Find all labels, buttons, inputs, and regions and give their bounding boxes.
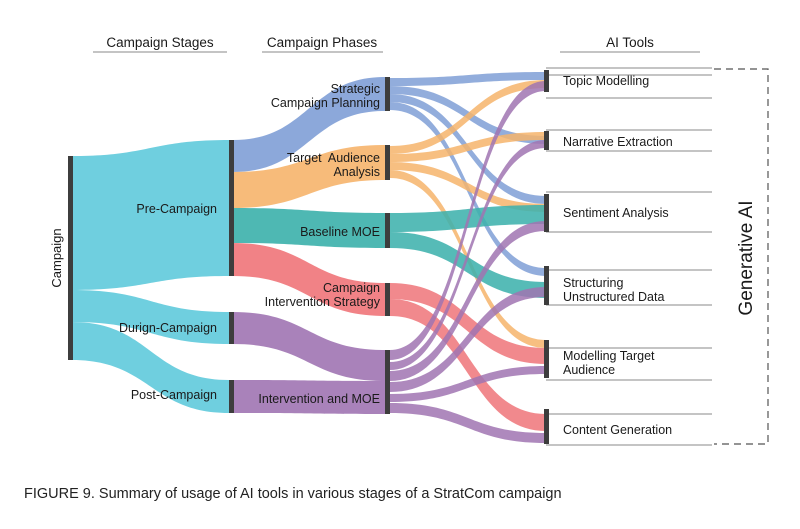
phase-bar-baseline <box>385 213 390 248</box>
flow-campaign-to-post <box>72 322 229 413</box>
generative-ai-bracket: Generative AI <box>714 68 769 445</box>
tool-label-structuring-2: Unstructured Data <box>563 290 664 304</box>
flow-imoe-to-modelling <box>390 366 546 402</box>
bracket-dashed-line <box>714 68 769 445</box>
tool-bar-topic-modelling <box>544 70 549 92</box>
phase-label-cis-2: Intervention Strategy <box>265 295 381 309</box>
stage-bar-pre <box>229 140 234 276</box>
flow-imoe-to-content <box>390 403 546 443</box>
tool-label-sentiment-analysis: Sentiment Analysis <box>563 206 669 220</box>
header-campaign-phases: Campaign Phases <box>267 35 378 50</box>
flow-pre-to-intervention-strategy <box>233 243 385 316</box>
flow-target-to-topic <box>390 80 546 154</box>
phase-label-strategic-1: Strategic <box>331 82 380 96</box>
flow-campaign-to-pre <box>72 140 229 290</box>
column-headers: Campaign Stages Campaign Phases AI Tools <box>93 35 700 53</box>
flow-pre-to-baseline <box>233 208 385 248</box>
tool-label-modelling-1: Modelling Target <box>563 349 655 363</box>
node-labels: Campaign Pre-Campaign Durign-Campaign Po… <box>49 74 673 437</box>
phase-bar-strategic <box>385 77 390 111</box>
generative-ai-label: Generative AI <box>736 200 757 315</box>
flow-pre-to-target-audience <box>233 145 385 208</box>
tool-bar-narrative-extraction <box>544 131 549 150</box>
root-bar-campaign <box>68 156 73 360</box>
flow-post-to-intervention-moe <box>233 380 385 414</box>
phase-label-baseline: Baseline MOE <box>300 225 380 239</box>
phase-bar-target-audience <box>385 145 390 180</box>
flow-campaign-to-during <box>72 290 229 344</box>
phase-label-cis-1: Campaign <box>323 281 380 295</box>
phase-bar-intervention-strategy <box>385 283 390 316</box>
phase-label-intervention-moe: Intervention and MOE <box>258 392 380 406</box>
tool-label-structuring-1: Structuring <box>563 276 623 290</box>
tool-bar-content-generation <box>544 409 549 444</box>
figure-caption: FIGURE 9. Summary of usage of AI tools i… <box>24 486 562 502</box>
header-ai-tools: AI Tools <box>606 35 654 50</box>
stage-label-pre-campaign: Pre-Campaign <box>136 202 217 216</box>
tool-bar-structuring <box>544 266 549 305</box>
flow-imoe-to-narrative <box>390 140 546 370</box>
flow-imoe-to-sentiment <box>390 221 546 381</box>
phase-label-strategic-2: Campaign Planning <box>271 96 380 110</box>
flow-target-to-narrative <box>390 132 546 162</box>
tool-bar-modelling-target <box>544 340 549 378</box>
tool-separator-rules <box>546 67 712 446</box>
phase-label-target-2: Analysis <box>333 165 380 179</box>
flow-cis-to-modelling <box>390 283 546 364</box>
stage-bar-during <box>229 312 234 344</box>
flow-cis-to-content <box>390 299 546 431</box>
tool-label-narrative-extraction: Narrative Extraction <box>563 135 673 149</box>
flow-target-to-sentiment <box>390 162 546 212</box>
tool-label-topic-modelling: Topic Modelling <box>563 74 649 88</box>
header-campaign-stages: Campaign Stages <box>106 35 214 50</box>
flow-pre-to-strategic <box>233 77 385 172</box>
flow-baseline-to-structuring <box>390 232 546 298</box>
flow-strategic-to-topic <box>390 72 546 86</box>
stage-bar-post <box>229 380 234 413</box>
tool-bar-sentiment-analysis <box>544 194 549 232</box>
stage-label-post-campaign: Post-Campaign <box>131 388 217 402</box>
tool-label-modelling-2: Audience <box>563 363 615 377</box>
phase-bar-intervention-moe <box>385 350 390 414</box>
flow-imoe-to-topic <box>390 81 546 360</box>
tool-label-content-generation: Content Generation <box>563 423 672 437</box>
flow-links <box>72 72 546 443</box>
flow-imoe-to-structuring <box>390 287 546 392</box>
node-bars <box>68 70 549 444</box>
root-label-campaign: Campaign <box>49 228 64 287</box>
flow-during-to-intervention-moe <box>233 312 385 381</box>
stage-label-during-campaign: Durign-Campaign <box>119 321 217 335</box>
phase-label-target-1: Target Audience <box>287 151 380 165</box>
